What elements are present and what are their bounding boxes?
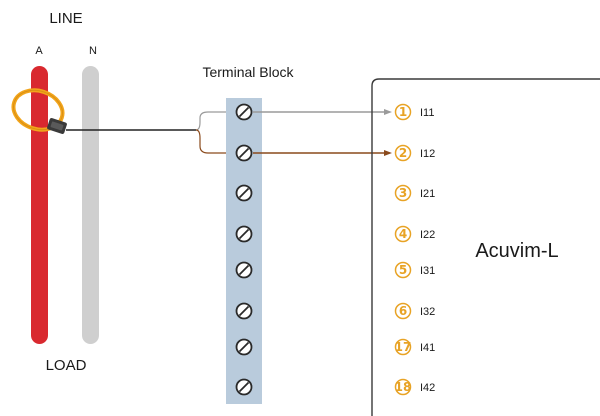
meter-pin: 1 I11: [394, 103, 434, 121]
terminal-screw-icon: [235, 338, 253, 356]
coil-lead-brown: [195, 129, 232, 154]
coil-lead-grey: [195, 111, 232, 131]
neutral-label: N: [89, 45, 97, 57]
pin-label: I12: [420, 148, 435, 160]
terminal-block: [226, 98, 262, 404]
terminal-screws: [235, 103, 253, 396]
pin-circle-icon: [394, 378, 412, 396]
pin-label: I11: [420, 107, 434, 119]
terminal-screw-icon: [235, 378, 253, 396]
pin-label: I42: [420, 382, 435, 394]
pin-number: 6: [399, 304, 407, 318]
pin-circle-icon: [394, 338, 412, 356]
pin-number: 3: [399, 186, 407, 200]
phase-a-conductor: [31, 66, 48, 344]
pin-circle-icon: [394, 261, 412, 279]
wire-to-i12-arrow: [384, 150, 392, 156]
meter-pin: 4 I22: [394, 225, 435, 243]
pin-number: 4: [399, 227, 407, 241]
terminal-screw-icon: [235, 184, 253, 202]
terminal-screw-icon: [235, 302, 253, 320]
meter-body: [371, 78, 600, 416]
meter-name: Acuvim-L: [475, 240, 558, 262]
meter-pins: 1 I11 2 I12 3 I21 4 I22 5 I31 6 I32 17 I41 18 I42: [394, 103, 435, 396]
rogowski-coil-icon: [11, 88, 67, 134]
pin-circle-icon: [394, 302, 412, 320]
pin-circle-icon: [394, 184, 412, 202]
pin-circle-icon: [394, 144, 412, 162]
pin-label: I41: [420, 342, 435, 354]
pin-label: I31: [420, 265, 435, 277]
terminal-screw-icon: [235, 261, 253, 279]
pin-circle-icon: [394, 225, 412, 243]
meter-pin: 5 I31: [394, 261, 435, 279]
meter-pin: 18 I42: [394, 378, 435, 396]
terminal-block-label: Terminal Block: [202, 64, 294, 80]
pin-number: 18: [395, 380, 412, 394]
terminal-screw-icon: [235, 144, 253, 162]
pin-circle-icon: [394, 103, 412, 121]
phase-a-label: A: [35, 45, 43, 57]
pin-number: 5: [399, 263, 407, 277]
pin-number: 17: [395, 340, 412, 354]
neutral-conductor: [82, 66, 99, 344]
terminal-screw-icon: [235, 225, 253, 243]
pin-number: 1: [399, 105, 407, 119]
pin-number: 2: [399, 146, 407, 160]
pin-label: I32: [420, 306, 435, 318]
pin-label: I21: [420, 188, 435, 200]
load-label: LOAD: [46, 357, 87, 374]
line-label: LINE: [49, 10, 82, 27]
meter-pin: 6 I32: [394, 302, 435, 320]
meter-pin: 3 I21: [394, 184, 435, 202]
terminal-screw-icon: [235, 103, 253, 121]
pin-label: I22: [420, 229, 435, 241]
meter-pin: 17 I41: [394, 338, 435, 356]
meter-pin: 2 I12: [394, 144, 435, 162]
wire-to-i11-arrow: [384, 109, 392, 115]
